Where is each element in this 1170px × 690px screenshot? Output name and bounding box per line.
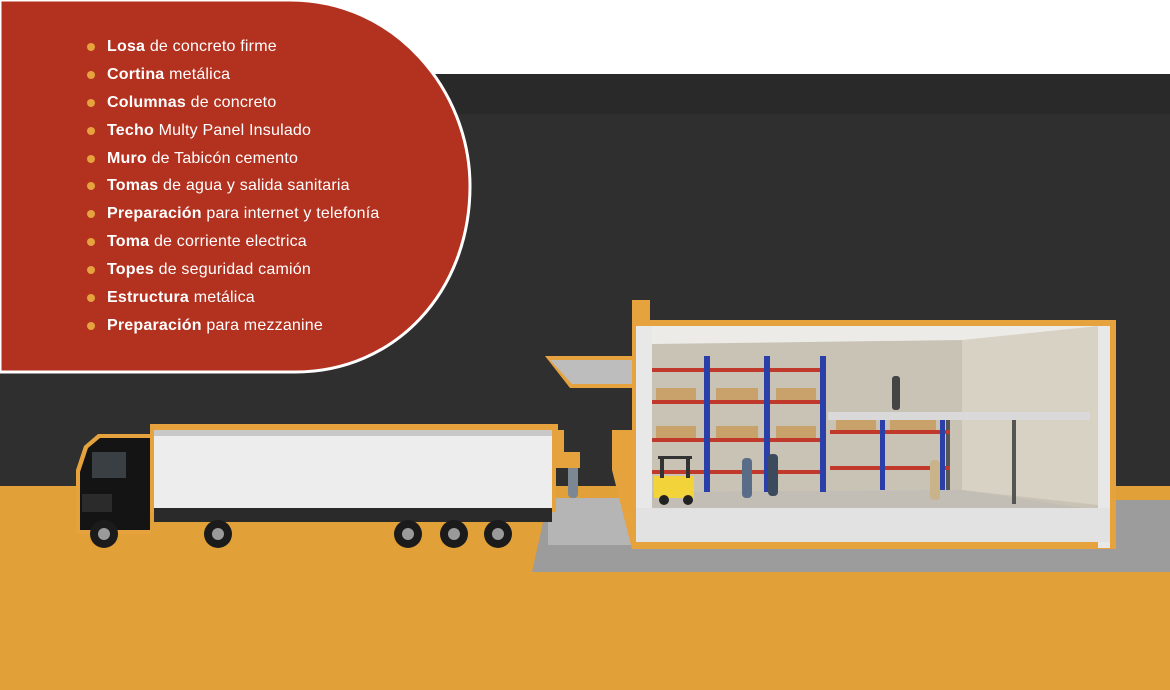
feature-description: para internet y telefonía [206,205,380,223]
feature-description: de agua y salida sanitaria [163,177,350,195]
feature-description: de concreto [190,93,277,111]
orange-dot-icon [87,294,95,303]
warehouse-left-wall-section [636,326,652,542]
truck-cab [80,438,150,530]
warehouse-right-wall-section [1098,326,1110,548]
feature-item: Tomas de agua y salida sanitaria [86,175,379,203]
mezzanine-deck [828,412,1090,420]
orange-dot-icon [87,210,95,219]
mezzanine-column-2 [1012,420,1016,504]
orange-dot-icon [87,182,95,191]
orange-dot-icon [87,266,95,275]
feature-description: de Tabicón cemento [151,149,299,167]
feature-term: Losa [107,38,146,55]
feature-description: metálica [193,289,255,307]
feature-list: Losa de concreto firme Cortina metálica … [86,36,379,343]
feature-item: Muro de Tabicón cemento [86,148,379,176]
feature-term: Topes [107,261,154,279]
feature-description: de corriente electrica [153,233,307,251]
feature-term: Columnas [107,93,186,111]
orange-dot-icon [87,126,95,135]
orange-dot-icon [87,43,95,51]
trailer-top [154,430,552,436]
pallet-racks [652,356,950,492]
feature-term: Preparación [107,205,202,223]
feature-item: Techo Multy Panel Insulado [86,120,379,148]
cab-window [92,452,126,478]
feature-item: Preparación para mezzanine [86,315,379,343]
dock-ramp [548,498,640,545]
orange-dot-icon [87,154,95,163]
feature-panel [0,0,472,374]
feature-item: Columnas de concreto [86,92,379,120]
feature-description: de concreto firme [149,38,277,55]
feature-item: Topes de seguridad camión [86,259,379,287]
cab-grille [82,494,112,512]
feature-item: Toma de corriente electrica [86,231,379,259]
feature-item: Cortina metálica [86,64,379,92]
feature-description: metálica [169,65,231,83]
feature-description: Multy Panel Insulado [158,121,312,139]
warehouse-cutaway-icon [545,300,1116,549]
trailer-chassis [154,508,552,522]
feature-term: Toma [107,233,150,251]
feature-term: Estructura [107,289,190,307]
feature-item: Losa de concreto firme [86,36,379,64]
feature-description: para mezzanine [206,316,323,334]
orange-dot-icon [87,70,95,79]
feature-term: Tomas [107,177,159,195]
orange-dot-icon [87,238,95,247]
dock-canopy-face [550,360,632,384]
orange-dot-icon [87,321,95,330]
semi-truck-icon [76,424,580,548]
feature-term: Preparación [107,316,202,334]
orange-dot-icon [87,98,95,107]
feature-description: de seguridad camión [158,261,311,279]
warehouse-slab [636,508,1110,542]
feature-item: Preparación para internet y telefonía [86,203,379,231]
forklift-icon [654,456,694,505]
feature-item: Estructura metálica [86,287,379,315]
feature-term: Techo [107,121,154,139]
trailer-body [154,430,552,510]
truck-wheels [90,520,512,548]
feature-term: Cortina [107,65,165,83]
feature-term: Muro [107,149,147,167]
warehouse-ceiling [652,326,1098,344]
mezzanine-column [946,420,950,490]
